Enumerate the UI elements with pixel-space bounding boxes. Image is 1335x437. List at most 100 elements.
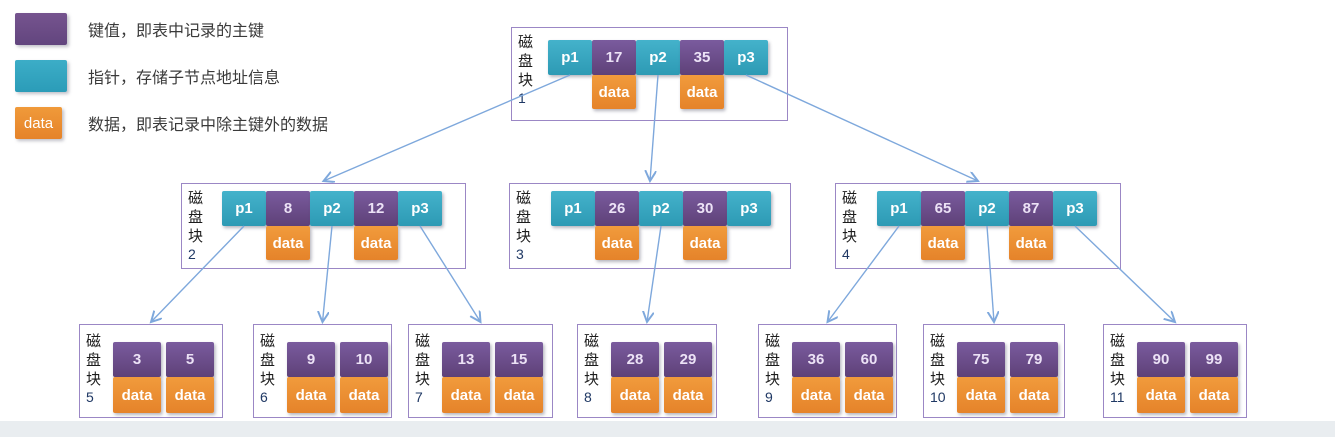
data-cell: data [354, 226, 398, 260]
key-cell-15: 15 [495, 342, 543, 377]
disk-block-4-label: 磁盘块 4 [842, 189, 859, 263]
disk-block-10-label: 磁盘块 10 [930, 332, 947, 406]
disk-block-8-label: 磁盘块 8 [584, 332, 601, 406]
key-cell-99: 99 [1190, 342, 1238, 377]
pointer-cell-p3: p3 [398, 191, 442, 226]
data-cell: data [287, 377, 335, 413]
disk-block-number: 10 [930, 389, 946, 405]
disk-block-label-text: 磁盘块 [516, 190, 532, 245]
pointer-cell-p2: p2 [636, 40, 680, 75]
key-cell-36: 36 [792, 342, 840, 377]
disk-block-number: 8 [584, 389, 592, 405]
data-cell: data [595, 226, 639, 260]
disk-block-label-text: 磁盘块 [260, 333, 276, 388]
key-cell-79: 79 [1010, 342, 1058, 377]
disk-block-label-text: 磁盘块 [415, 333, 431, 388]
legend-key-label: 键值，即表中记录的主键 [88, 23, 265, 40]
pointer-cell-p2: p2 [965, 191, 1009, 226]
key-cell-75: 75 [957, 342, 1005, 377]
key-cell-60: 60 [845, 342, 893, 377]
bottom-strip [0, 421, 1335, 437]
data-cell: data [113, 377, 161, 413]
data-cell: data [166, 377, 214, 413]
data-cell: data [266, 226, 310, 260]
disk-block-label-text: 磁盘块 [584, 333, 600, 388]
disk-block-label-text: 磁盘块 [765, 333, 781, 388]
disk-block-number: 9 [765, 389, 773, 405]
legend-pointer-label: 指针，存储子节点地址信息 [88, 70, 281, 87]
disk-block-6: 磁盘块 6 9 data 10 data [253, 324, 392, 418]
legend-item-data: data 数据，即表记录中除主键外的数据 [15, 107, 328, 139]
data-swatch: data [15, 107, 62, 139]
disk-block-number: 5 [86, 389, 94, 405]
disk-block-number: 4 [842, 246, 850, 262]
data-cell: data [957, 377, 1005, 413]
disk-block-label-text: 磁盘块 [86, 333, 102, 388]
key-cell-8: 8 [266, 191, 310, 226]
disk-block-4: 磁盘块 4 p1 65 data p2 87 data p3 [835, 183, 1121, 269]
key-cell-35: 35 [680, 40, 724, 75]
key-cell-26: 26 [595, 191, 639, 226]
disk-block-number: 2 [188, 246, 196, 262]
key-cell-3: 3 [113, 342, 161, 377]
disk-block-number: 7 [415, 389, 423, 405]
disk-block-10: 磁盘块 10 75 data 79 data [923, 324, 1065, 418]
disk-block-label-text: 磁盘块 [518, 34, 534, 89]
disk-block-11-label: 磁盘块 11 [1110, 332, 1127, 406]
data-cell: data [680, 75, 724, 109]
pointer-cell-p1: p1 [548, 40, 592, 75]
key-cell-5: 5 [166, 342, 214, 377]
legend-item-pointer: 指针，存储子节点地址信息 [15, 60, 328, 92]
key-cell-65: 65 [921, 191, 965, 226]
disk-block-2-label: 磁盘块 2 [188, 189, 205, 263]
disk-block-2: 磁盘块 2 p1 8 data p2 12 data p3 [181, 183, 466, 269]
pointer-swatch [15, 60, 67, 92]
key-swatch [15, 13, 67, 45]
disk-block-1-label: 磁盘块 1 [518, 33, 535, 107]
disk-block-3-label: 磁盘块 3 [516, 189, 533, 263]
pointer-cell-p2: p2 [639, 191, 683, 226]
disk-block-label-text: 磁盘块 [842, 190, 858, 245]
disk-block-number: 3 [516, 246, 524, 262]
disk-block-9-label: 磁盘块 9 [765, 332, 782, 406]
disk-block-number: 11 [1110, 389, 1125, 405]
pointer-cell-p2: p2 [310, 191, 354, 226]
disk-block-5-label: 磁盘块 5 [86, 332, 103, 406]
pointer-cell-p1: p1 [877, 191, 921, 226]
key-cell-28: 28 [611, 342, 659, 377]
legend: 键值，即表中记录的主键 指针，存储子节点地址信息 data 数据，即表记录中除主… [15, 13, 328, 154]
key-cell-17: 17 [592, 40, 636, 75]
pointer-cell-p3: p3 [724, 40, 768, 75]
data-cell: data [921, 226, 965, 260]
data-cell: data [340, 377, 388, 413]
data-cell: data [664, 377, 712, 413]
legend-data-label: 数据，即表记录中除主键外的数据 [88, 117, 329, 134]
disk-block-11: 磁盘块 11 90 data 99 data [1103, 324, 1247, 418]
disk-block-9: 磁盘块 9 36 data 60 data [758, 324, 897, 418]
data-cell: data [442, 377, 490, 413]
data-cell: data [792, 377, 840, 413]
disk-block-1: 磁盘块 1 p1 17 data p2 35 data p3 [511, 27, 788, 121]
disk-block-label-text: 磁盘块 [188, 190, 204, 245]
disk-block-number: 1 [518, 90, 526, 106]
pointer-cell-p3: p3 [727, 191, 771, 226]
disk-block-6-label: 磁盘块 6 [260, 332, 277, 406]
disk-block-8: 磁盘块 8 28 data 29 data [577, 324, 717, 418]
data-cell: data [845, 377, 893, 413]
data-cell: data [1137, 377, 1185, 413]
pointer-cell-p1: p1 [222, 191, 266, 226]
data-cell: data [1190, 377, 1238, 413]
key-cell-9: 9 [287, 342, 335, 377]
disk-block-label-text: 磁盘块 [1110, 333, 1126, 388]
data-cell: data [592, 75, 636, 109]
disk-block-label-text: 磁盘块 [930, 333, 946, 388]
key-cell-10: 10 [340, 342, 388, 377]
data-cell: data [611, 377, 659, 413]
key-cell-30: 30 [683, 191, 727, 226]
disk-block-7-label: 磁盘块 7 [415, 332, 432, 406]
data-cell: data [1009, 226, 1053, 260]
disk-block-3: 磁盘块 3 p1 26 data p2 30 data p3 [509, 183, 791, 269]
legend-item-key: 键值，即表中记录的主键 [15, 13, 328, 45]
key-cell-90: 90 [1137, 342, 1185, 377]
